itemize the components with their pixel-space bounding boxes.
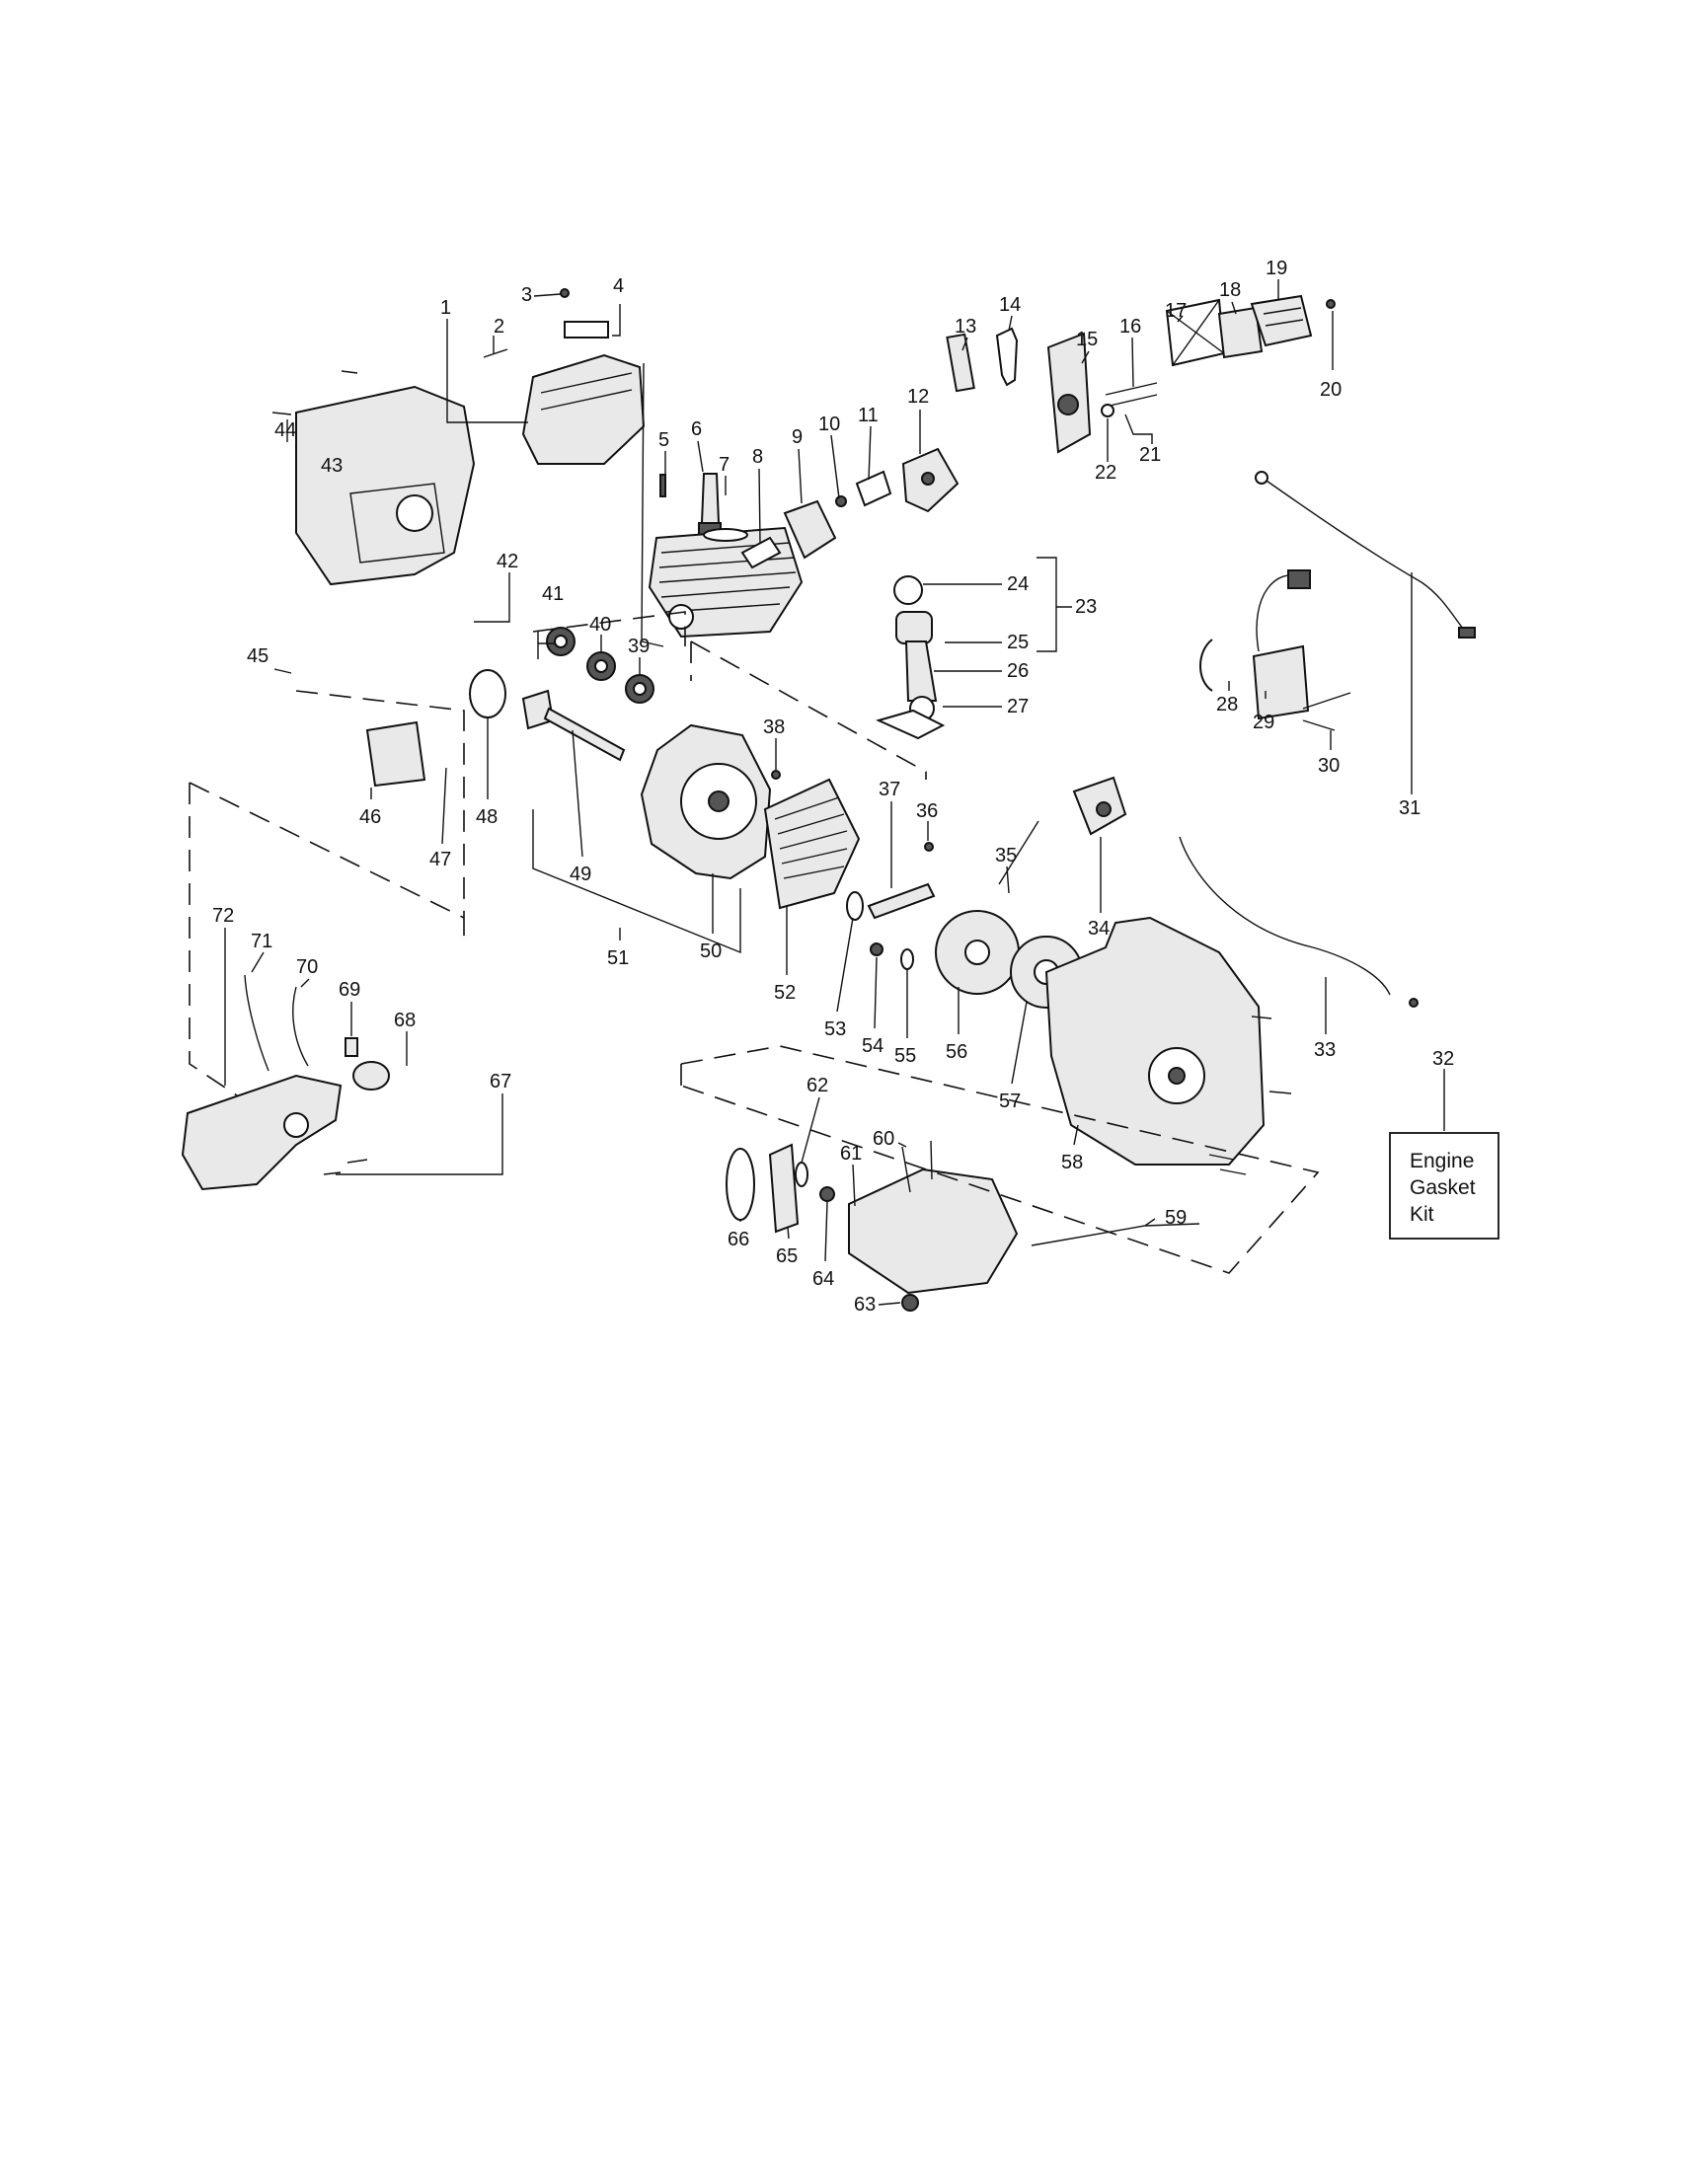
part-label: 5	[658, 429, 669, 451]
part-label: 16	[1119, 316, 1141, 338]
part-label: 10	[818, 414, 840, 435]
part-label: 9	[792, 426, 803, 448]
part-label: 12	[907, 386, 929, 408]
part-label: 4	[613, 275, 624, 297]
part-label: 25	[1007, 632, 1029, 653]
part-label: 14	[999, 294, 1021, 316]
part-labels: 1 2 3 4 5 6 7 8 9 10 11 12 13 14 15 16 1…	[212, 258, 1454, 1316]
part-label: 47	[429, 849, 451, 870]
part-label: 22	[1095, 462, 1116, 484]
part-label: 66	[728, 1229, 749, 1250]
part-label: 41	[542, 583, 564, 605]
part-label: 72	[212, 905, 234, 927]
part-label: 30	[1318, 755, 1340, 777]
part-label: 69	[339, 979, 360, 1001]
part-label: 8	[752, 446, 763, 468]
leader-lines	[224, 279, 1445, 1306]
part-label: 39	[628, 636, 650, 657]
part-label: 61	[840, 1143, 862, 1165]
part-label: 59	[1165, 1207, 1187, 1229]
part-label: 44	[274, 419, 296, 441]
part-label: 37	[879, 779, 900, 800]
part-label: 29	[1253, 712, 1274, 733]
part-label: 18	[1219, 279, 1241, 301]
part-label: 50	[700, 941, 722, 962]
part-label: 13	[955, 316, 976, 338]
part-label: 49	[570, 864, 591, 885]
part-label: 71	[251, 931, 272, 952]
part-label: 2	[494, 316, 504, 338]
part-shapes	[181, 288, 1476, 1312]
part-label: 46	[359, 806, 381, 828]
part-label: 23	[1075, 596, 1097, 618]
part-label: 28	[1216, 694, 1238, 715]
assembly-outlines	[189, 611, 1320, 1274]
part-label: 56	[946, 1041, 967, 1063]
part-label: 20	[1320, 379, 1342, 401]
part-label: 11	[858, 405, 879, 426]
part-label: 35	[995, 845, 1017, 866]
part-label: 6	[691, 418, 702, 440]
part-label: 19	[1266, 258, 1287, 279]
part-label: 45	[247, 645, 269, 667]
part-label: 31	[1399, 797, 1421, 819]
part-label: 65	[776, 1245, 798, 1267]
part-label: 15	[1076, 329, 1098, 350]
part-label: 34	[1088, 918, 1110, 940]
part-label: 67	[490, 1071, 511, 1092]
part-label: 64	[812, 1268, 834, 1290]
part-label: 53	[824, 1018, 846, 1040]
part-label: 26	[1007, 660, 1029, 682]
part-label: 17	[1165, 300, 1187, 322]
part-label: 21	[1139, 444, 1161, 466]
part-label: 70	[296, 956, 318, 978]
part-label: 38	[763, 716, 785, 738]
part-label: 57	[999, 1091, 1021, 1112]
kit-line-3: Kit	[1410, 1203, 1434, 1226]
part-label: 68	[394, 1010, 416, 1031]
part-label: 43	[321, 455, 343, 477]
part-label: 33	[1314, 1039, 1336, 1061]
part-label: 55	[894, 1045, 916, 1067]
part-label: 1	[440, 297, 451, 319]
part-label: 52	[774, 982, 796, 1004]
part-label: 32	[1432, 1048, 1454, 1070]
kit-line-2: Gasket	[1410, 1176, 1476, 1199]
part-label: 27	[1007, 696, 1029, 717]
part-label: 24	[1007, 573, 1029, 595]
part-label: 40	[589, 614, 611, 636]
part-label: 60	[873, 1128, 894, 1150]
part-label: 36	[916, 800, 938, 822]
part-label: 54	[862, 1035, 883, 1057]
engine-gasket-kit-box: Engine Gasket Kit	[1389, 1132, 1499, 1240]
part-label: 42	[497, 551, 518, 572]
part-label: 58	[1061, 1152, 1083, 1173]
part-label: 3	[521, 284, 532, 306]
kit-line-1: Engine	[1410, 1150, 1474, 1172]
part-label: 51	[607, 947, 629, 969]
part-label: 48	[476, 806, 498, 828]
part-label: 62	[807, 1075, 828, 1096]
part-label: 63	[854, 1294, 876, 1316]
part-label: 7	[719, 454, 730, 476]
